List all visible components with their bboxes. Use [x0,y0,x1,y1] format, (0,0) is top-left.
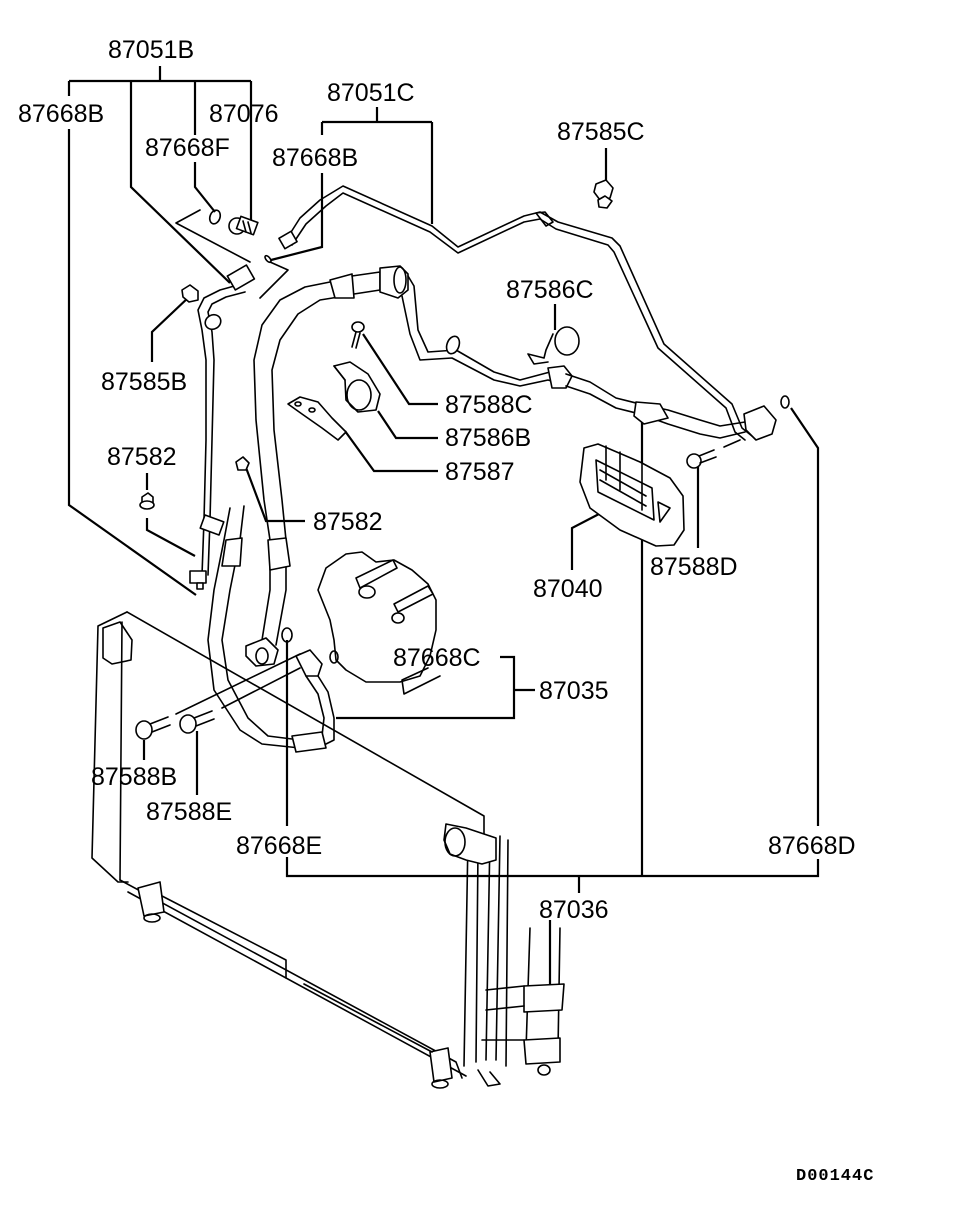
refrigerant-tube-upper [278,185,753,441]
clip-87585c [593,179,614,209]
label-87668c: 87668C [393,644,481,672]
label-87586b: 87586B [445,424,531,452]
leader-lines [67,66,820,1000]
cover-87040 [579,443,685,547]
label-87668b-left: 87668B [18,100,104,128]
bolt-87588b [135,653,301,740]
suction-hose [245,265,567,667]
valve-87076 [228,215,259,236]
o-ring-87668f [208,209,222,225]
bolt-87588c [351,321,365,349]
clip-87585b [181,284,199,303]
label-87036: 87036 [539,896,609,924]
condenser-87036 [91,611,565,1089]
label-87076: 87076 [209,100,279,128]
label-87588d: 87588D [650,553,738,581]
bolt-87588d [686,439,741,469]
clamp-87586b [333,361,381,413]
label-87588c: 87588C [445,391,533,419]
o-ring-87668d [780,395,790,409]
label-87668d: 87668D [768,832,856,860]
label-87051b: 87051B [108,36,194,64]
label-87582-right: 87582 [313,508,383,536]
discharge-line-right [547,365,790,441]
label-87587: 87587 [445,458,515,486]
discharge-hose [207,505,335,753]
label-87051c: 87051C [327,79,415,107]
label-87040: 87040 [533,575,603,603]
label-87586c: 87586C [506,276,594,304]
o-ring-87668e [281,627,293,643]
o-ring-87668c [329,650,339,664]
label-87585b: 87585B [101,368,187,396]
compressor-87035 [281,551,441,695]
label-87588e: 87588E [146,798,232,826]
callout-labels: 87051B 87668B 87668F 87076 87051C 87668B… [18,36,874,1186]
label-87035: 87035 [539,677,609,705]
label-87668f: 87668F [145,134,230,162]
nut-87582-right [235,456,250,471]
refrigerant-tube-left [189,264,256,590]
o-ring-guide [175,209,289,299]
clamp-87586c [527,326,580,365]
label-87585c: 87585C [557,118,645,146]
label-87668b-right: 87668B [272,144,358,172]
o-ring-87668b [264,254,272,264]
label-87668e: 87668E [236,832,322,860]
bracket-87587 [287,396,347,441]
tube-fitting [278,230,298,250]
label-87582-left: 87582 [107,443,177,471]
nut-87582-left [139,492,155,510]
label-87588b: 87588B [91,763,177,791]
bolt-87588e [179,667,301,734]
drawing-code: D00144C [796,1167,874,1186]
